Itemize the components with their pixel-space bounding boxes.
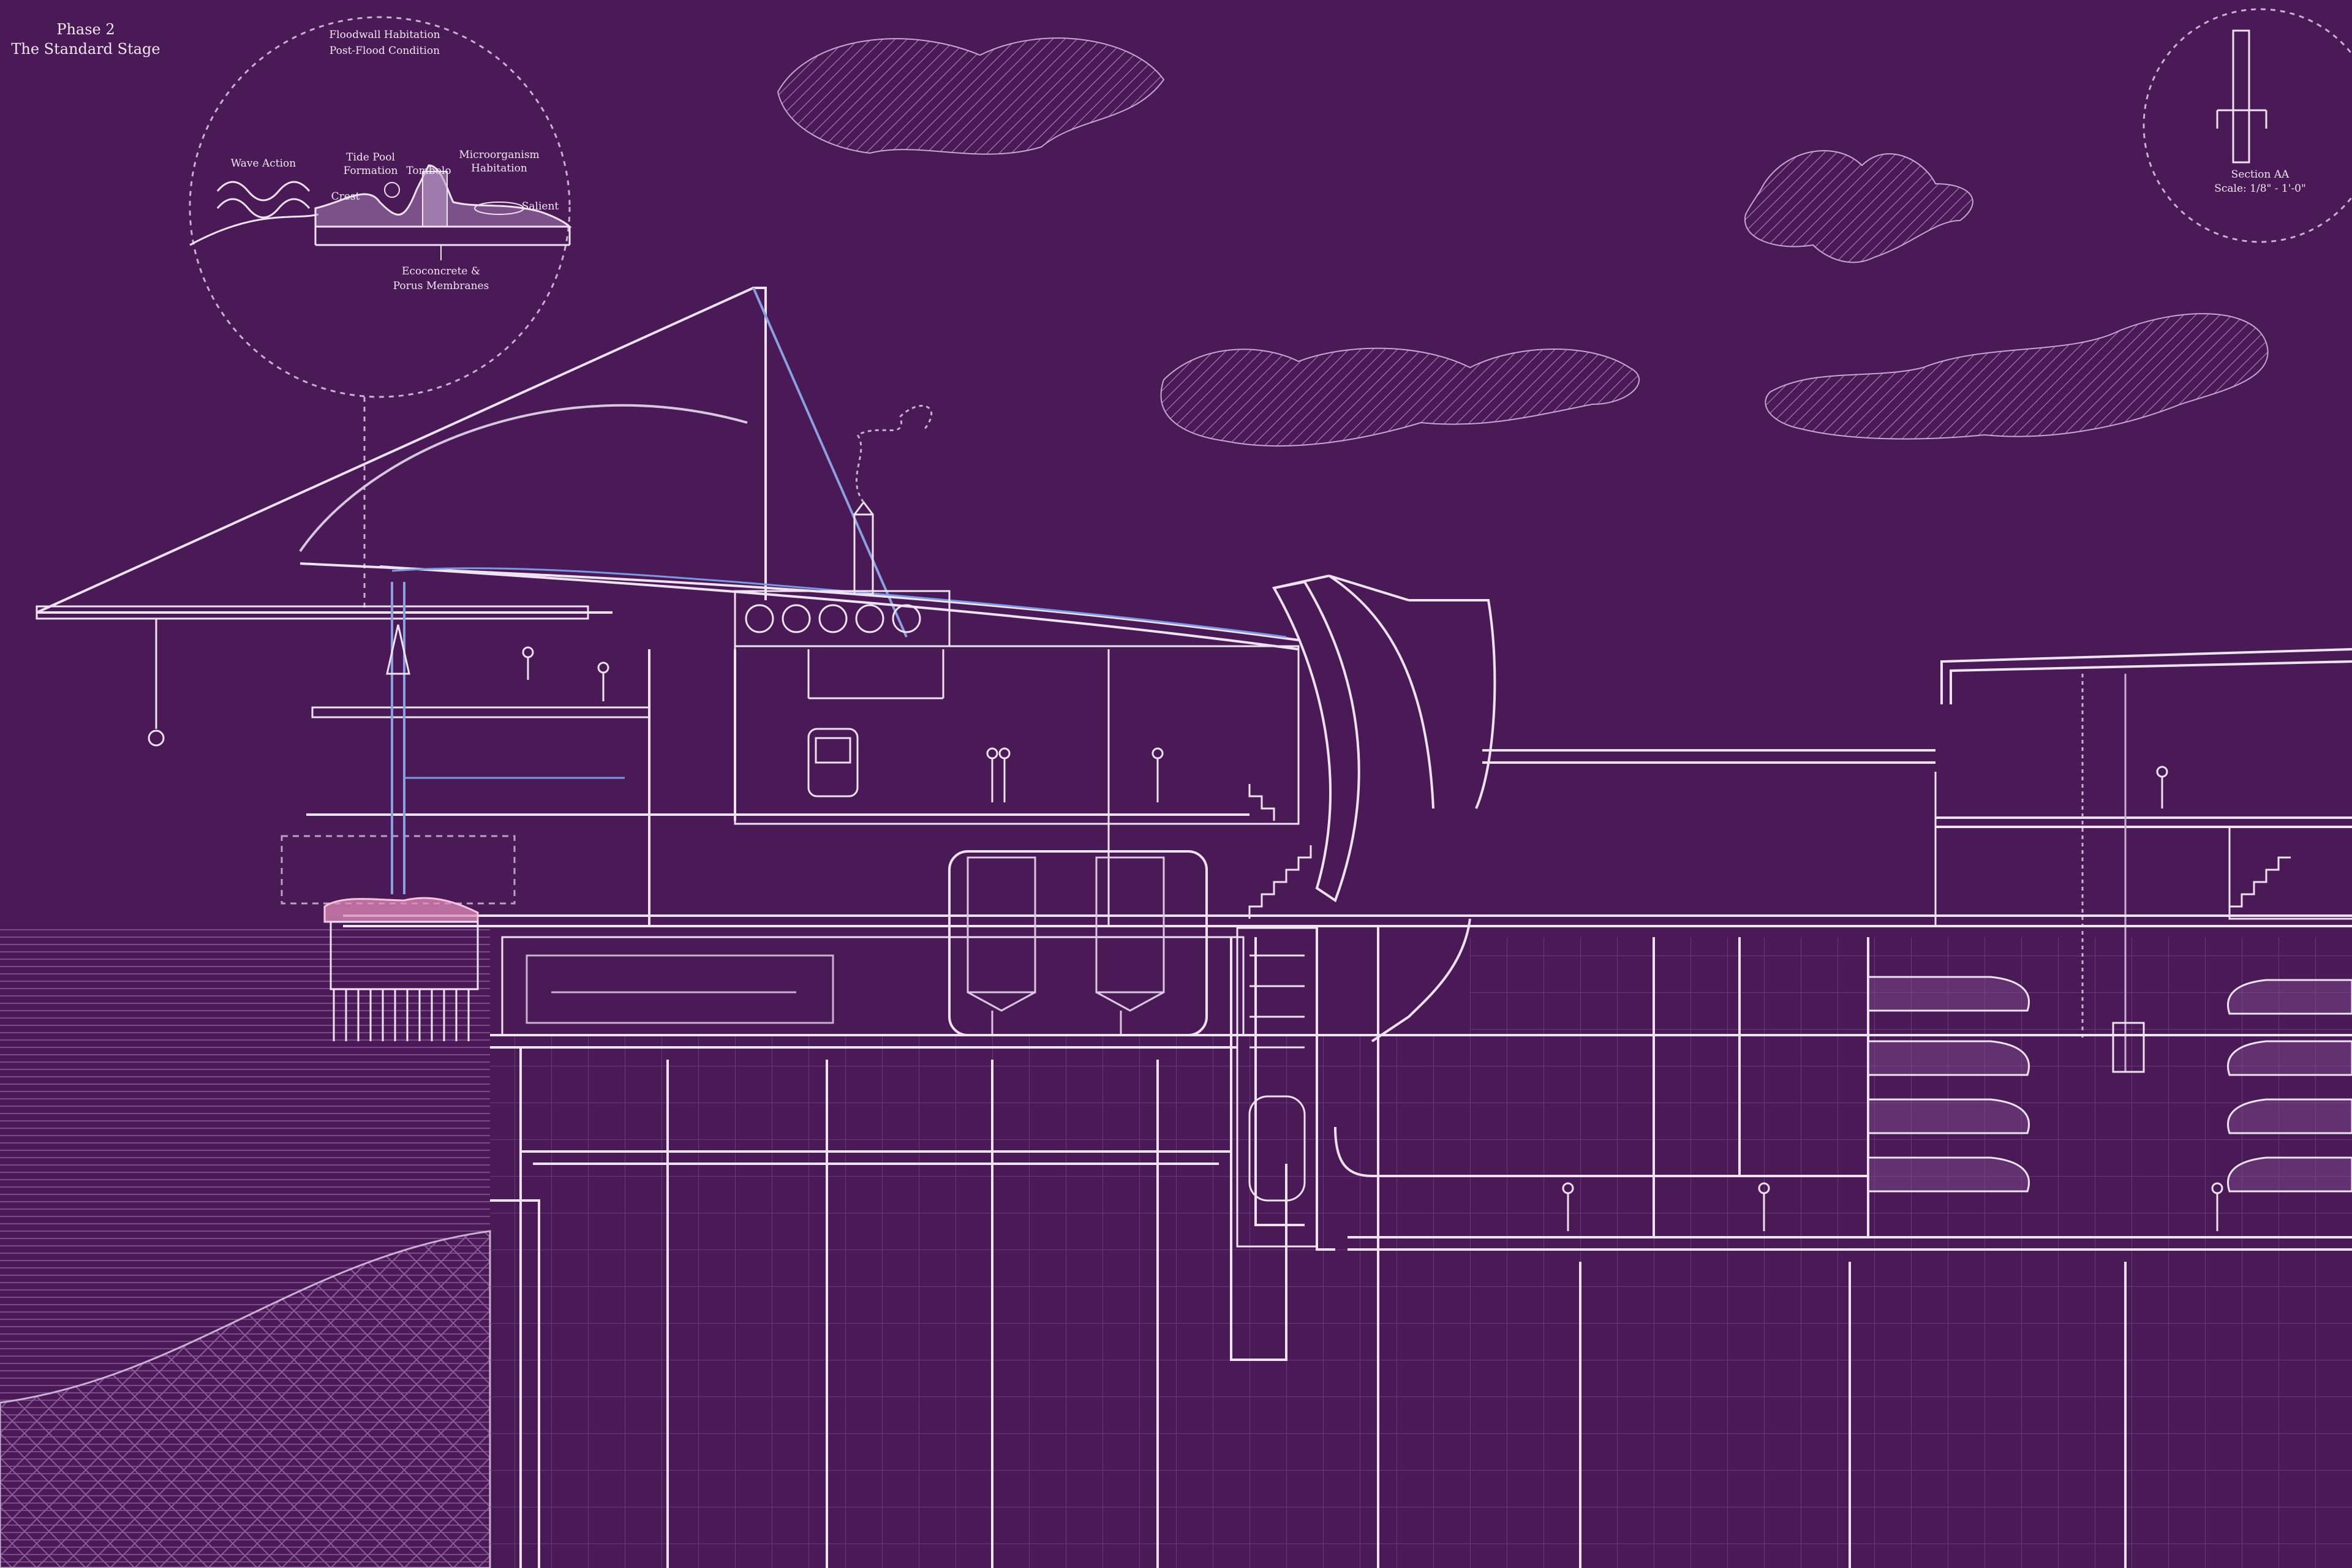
stairs — [1248, 784, 2291, 919]
label-salient: Salient — [522, 200, 559, 213]
label-wave-action: Wave Action — [231, 157, 296, 170]
machinery-level — [501, 850, 1245, 1036]
green-roof — [300, 500, 1299, 650]
section-cut-symbol — [2216, 29, 2267, 164]
section-label: Section AA — [2231, 168, 2290, 181]
callout-circle — [189, 16, 571, 398]
label-micro-1: Microorganism — [459, 149, 539, 161]
section-scale: Scale: 1/8" - 1'-0" — [2214, 183, 2306, 195]
label-eco-1: Ecoconcrete & — [402, 265, 480, 277]
cisterns — [1867, 976, 2352, 1193]
floodwall-shell — [1272, 575, 1936, 1042]
canopy — [36, 287, 908, 747]
callout-heading-2: Post-Flood Condition — [330, 45, 440, 57]
section-marker-circle — [2143, 8, 2352, 243]
callout-heading-1: Floodwall Habitation — [329, 29, 440, 41]
label-eco-2: Porus Membranes — [393, 280, 489, 292]
elevator-shaft — [1236, 927, 1318, 1248]
ground-deck — [323, 897, 2352, 1041]
stage-label: The Standard Stage — [11, 40, 160, 58]
label-tide-pool-1: Tide Pool — [346, 151, 395, 164]
callout-diagram — [189, 164, 572, 260]
label-tombolo: Tombolo — [406, 165, 451, 177]
people-figures — [522, 646, 2223, 1231]
label-tide-pool-2: Formation — [344, 165, 398, 177]
shaft — [386, 582, 410, 894]
floor-slabs — [281, 645, 1300, 925]
seabed — [0, 1230, 491, 1568]
chimney-smoke — [856, 405, 933, 503]
tram-vehicle — [807, 728, 859, 797]
right-building — [1934, 648, 2352, 1073]
phase-label: Phase 2 — [56, 21, 115, 38]
clouds — [777, 37, 2269, 447]
label-crest: Crest — [331, 190, 360, 203]
label-micro-2: Habitation — [471, 162, 527, 175]
